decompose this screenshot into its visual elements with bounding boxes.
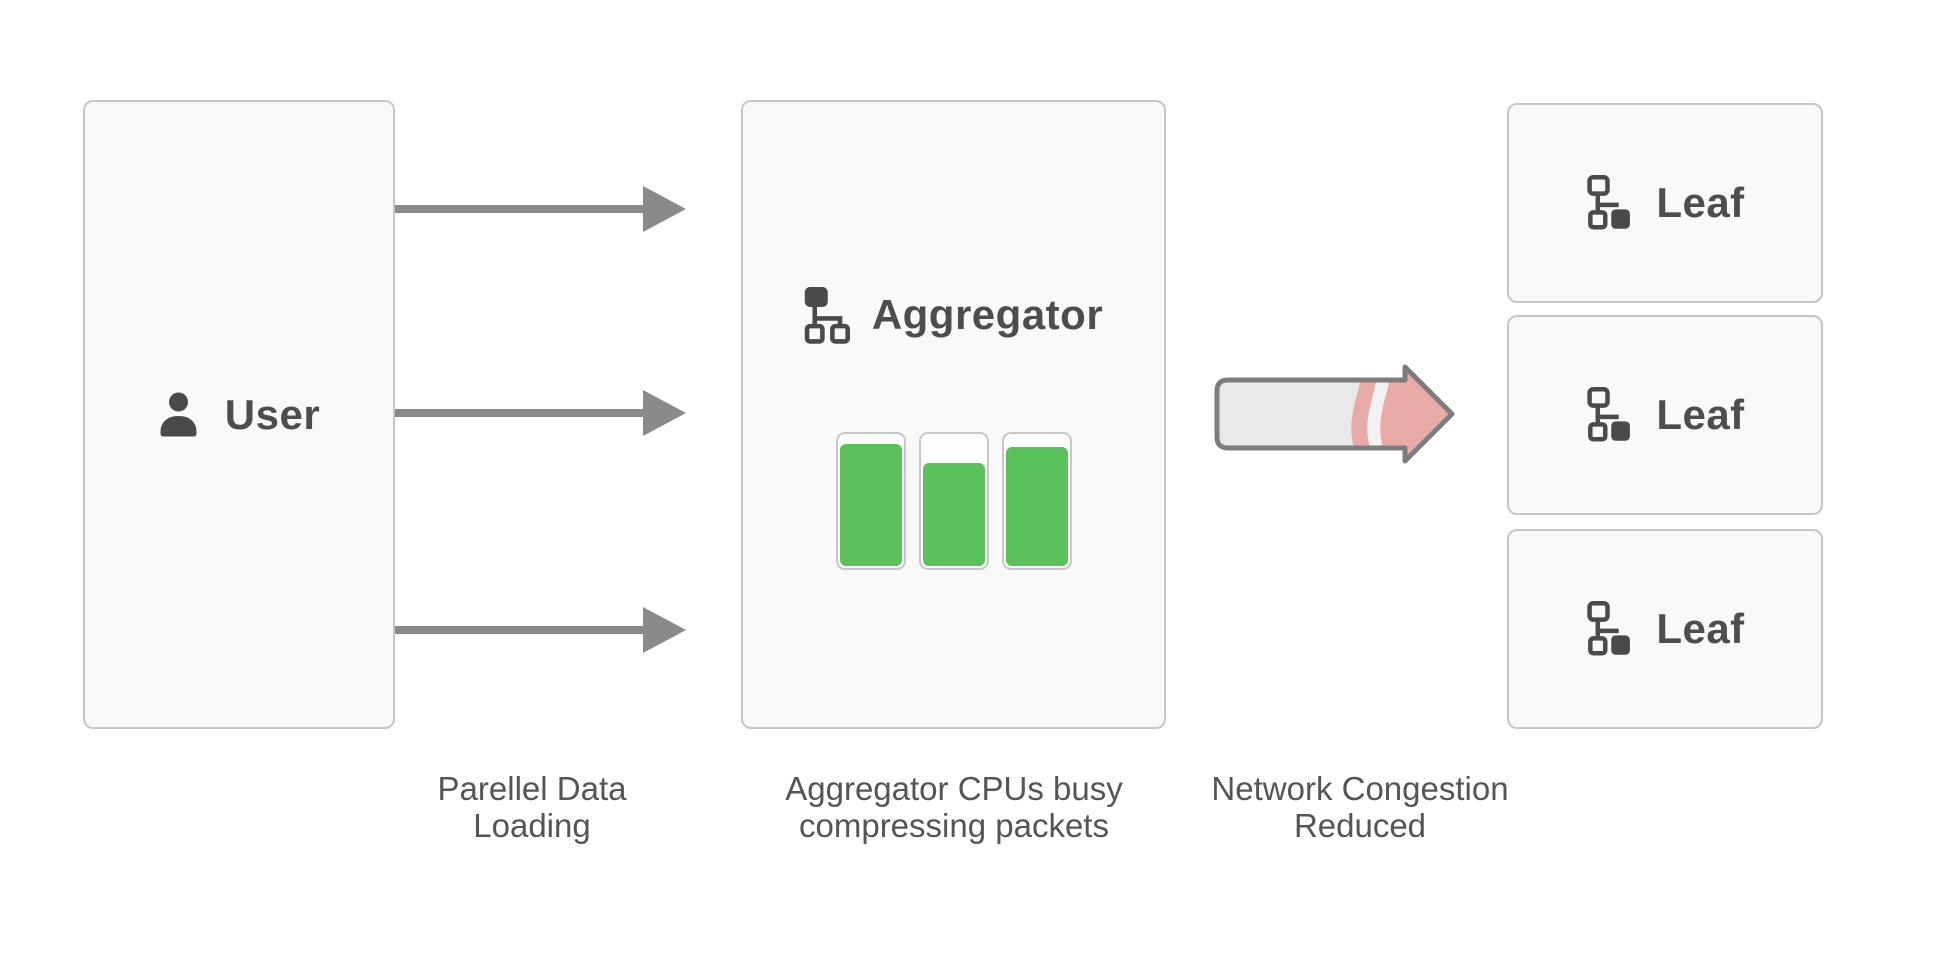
leaf-node-3: Leaf xyxy=(1507,529,1823,729)
cpu-bar xyxy=(918,432,989,570)
leaf-node-content: Leaf xyxy=(1509,105,1821,301)
leaf-node-content: Leaf xyxy=(1509,531,1821,727)
leaf-node-1: Leaf xyxy=(1507,103,1823,303)
caption-aggregator-cpus-busy: Aggregator CPUs busy compressing packets xyxy=(754,770,1154,844)
caption-line: compressing packets xyxy=(799,807,1109,844)
data-flow-arrow-1 xyxy=(395,185,687,238)
aggregator-label: Aggregator xyxy=(871,291,1104,338)
aggregator-title-row: Aggregator xyxy=(743,286,1164,344)
user-node: User xyxy=(83,100,395,729)
caption-line: Network Congestion xyxy=(1211,770,1509,807)
leaf-label: Leaf xyxy=(1656,391,1745,438)
leaf-sitemap-icon xyxy=(1585,601,1631,657)
leaf-label: Leaf xyxy=(1656,179,1745,226)
congestion-pipe-arrow xyxy=(1211,364,1457,469)
cpu-bar-fill xyxy=(922,462,985,566)
caption-line: Aggregator CPUs busy xyxy=(785,770,1123,807)
aggregator-sitemap-icon xyxy=(804,286,850,344)
cpu-bar-fill xyxy=(1005,446,1068,566)
leaf-node-content: Leaf xyxy=(1509,317,1821,513)
leaf-label: Leaf xyxy=(1656,605,1745,652)
data-flow-arrow-3 xyxy=(395,606,687,659)
cpu-bar xyxy=(1001,432,1072,570)
user-icon xyxy=(158,392,199,437)
aggregator-node: Aggregator xyxy=(741,100,1166,729)
caption-line: Parellel Data xyxy=(437,770,627,807)
user-label: User xyxy=(224,390,321,438)
leaf-sitemap-icon xyxy=(1585,175,1631,231)
cpu-bar xyxy=(835,432,906,570)
cpu-bar-group xyxy=(743,432,1164,570)
user-node-content: User xyxy=(85,102,393,727)
data-flow-arrow-2 xyxy=(395,389,687,442)
caption-parallel-data-loading: Parellel Data Loading xyxy=(382,770,682,844)
leaf-sitemap-icon xyxy=(1585,387,1631,443)
caption-line: Reduced xyxy=(1293,807,1427,844)
caption-network-congestion-reduced: Network Congestion Reduced xyxy=(1185,770,1535,844)
leaf-node-2: Leaf xyxy=(1507,315,1823,515)
caption-line: Loading xyxy=(473,807,591,844)
cpu-bar-fill xyxy=(839,444,902,566)
